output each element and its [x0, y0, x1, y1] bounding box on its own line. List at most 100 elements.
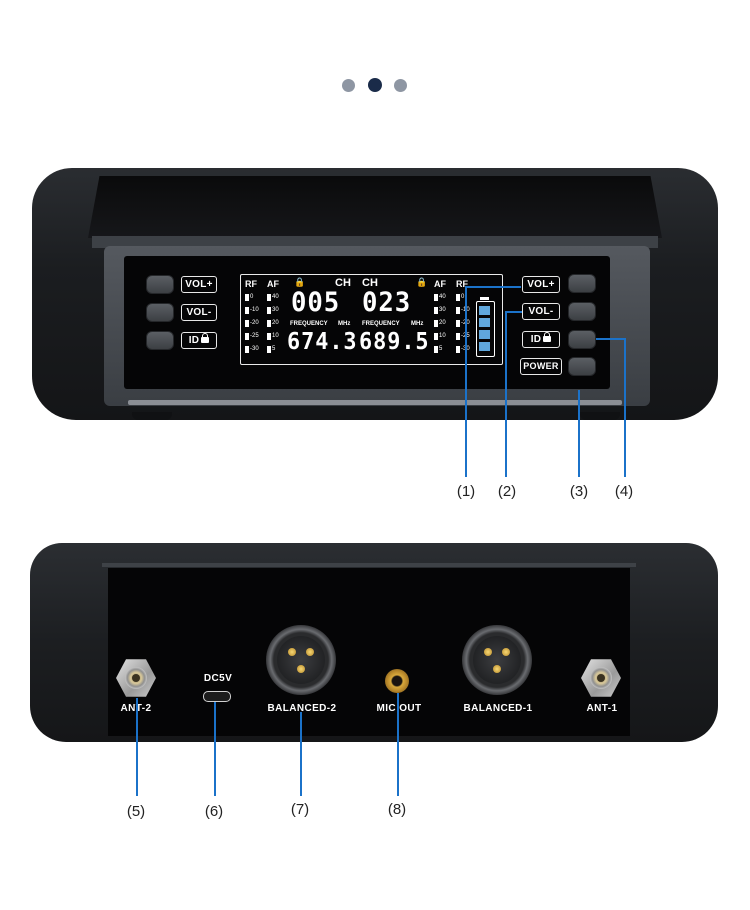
ant1-bnc-connector [581, 658, 621, 698]
foot [132, 412, 172, 420]
af-meter-right-bar [434, 320, 438, 327]
receiver-front-view [32, 168, 718, 420]
af-meter-right-bar [434, 307, 438, 314]
balanced2-label: BALANCED-2 [267, 703, 337, 714]
callout-8: (8) [387, 801, 407, 818]
pagination-dot-3[interactable] [394, 79, 407, 92]
callout-7: (7) [290, 801, 310, 818]
balanced2-xlr-connector [266, 625, 336, 695]
af-meter-left-bar [267, 307, 271, 314]
af-meter-left-bar [267, 294, 271, 301]
lock-icon [543, 332, 552, 342]
mic-out-label: MIC OUT [376, 703, 422, 714]
right-id-lock-label: ID [522, 331, 560, 348]
rf-meter-left-tick: -30 [250, 346, 259, 352]
receiver-rear-view [30, 543, 718, 742]
af-meter-right-bar [434, 294, 438, 301]
lcd-freq-label-left: FREQUENCY [290, 321, 328, 327]
power-label: POWER [520, 358, 562, 375]
pagination-dot-2-active[interactable] [368, 78, 382, 92]
ant1-label: ANT-1 [586, 703, 618, 714]
left-vol-up-label: VOL+ [181, 276, 217, 293]
af-meter-right-tick: 30 [439, 307, 446, 313]
rear-panel [108, 568, 630, 736]
lcd-channel-right: 023 [362, 287, 412, 318]
lcd-ch-label-right: CH [362, 277, 378, 289]
rf-meter-left-tick: 0 [250, 294, 254, 300]
lcd-unit-left: MHz [338, 321, 351, 327]
left-id-button[interactable] [146, 331, 174, 350]
battery-icon [476, 297, 495, 357]
right-id-button[interactable] [568, 330, 596, 349]
dc5v-label: DC5V [203, 673, 233, 684]
callout-1: (1) [456, 483, 476, 500]
callout-3: (3) [569, 483, 589, 500]
callout-4: (4) [614, 483, 634, 500]
rf-meter-right-bar [456, 294, 460, 301]
right-vol-up-label: VOL+ [522, 276, 560, 293]
rear-panel-rim [102, 563, 636, 567]
pagination-dot-1[interactable] [342, 79, 355, 92]
balanced1-label: BALANCED-1 [463, 703, 533, 714]
usb-c-port [203, 691, 231, 702]
af-meter-left-tick: 40 [272, 294, 279, 300]
lcd-unit-right: MHz [411, 321, 424, 327]
af-meter-right-bar [434, 346, 438, 353]
af-meter-right-tick: 5 [439, 346, 443, 352]
ant2-bnc-connector [116, 658, 156, 698]
lock-icon [201, 333, 210, 343]
lcd-channel-left: 005 [291, 287, 341, 318]
lock-icon: 🔒 [294, 277, 306, 287]
right-vol-down-button[interactable] [568, 302, 596, 321]
rf-meter-right-bar [456, 320, 460, 327]
right-vol-up-button[interactable] [568, 274, 596, 293]
foot [580, 412, 620, 420]
receiver-top-edge [92, 236, 658, 248]
lcd-af-label-left: AF [267, 279, 279, 289]
lock-icon: 🔒 [416, 277, 428, 287]
rf-meter-right-bar [456, 333, 460, 340]
af-meter-left-tick: 20 [272, 320, 279, 326]
left-vol-down-button[interactable] [146, 303, 174, 322]
lcd-frequency-right: 689.5 [359, 329, 430, 355]
left-vol-down-label: VOL- [181, 304, 217, 321]
right-vol-down-label: VOL- [522, 303, 560, 320]
lcd-display: RF AF 🔒 CH 005 FREQUENCY MHz 674.3 CH 🔒 … [240, 274, 503, 365]
lcd-rf-label-right: RF [456, 279, 468, 289]
af-meter-left-bar [267, 333, 271, 340]
ant2-label: ANT-2 [110, 703, 162, 714]
af-meter-right-tick: 40 [439, 294, 446, 300]
rf-meter-left-bar [245, 346, 249, 353]
left-vol-up-button[interactable] [146, 275, 174, 294]
front-light-strip [128, 400, 622, 405]
rf-meter-left-bar [245, 333, 249, 340]
callout-2: (2) [497, 483, 517, 500]
rf-meter-right-tick: 0 [461, 294, 465, 300]
rf-meter-left-bar [245, 320, 249, 327]
mic-out-jack [385, 669, 409, 693]
af-meter-right-tick: 10 [439, 333, 446, 339]
lcd-freq-label-right: FREQUENCY [362, 321, 400, 327]
rf-meter-left-tick: -10 [250, 307, 259, 313]
lcd-rf-label-left: RF [245, 279, 257, 289]
receiver-top-glass [88, 176, 662, 238]
af-meter-left-bar [267, 346, 271, 353]
lcd-ch-label-left: CH [335, 277, 351, 289]
balanced1-xlr-connector [462, 625, 532, 695]
af-meter-left-tick: 5 [272, 346, 276, 352]
power-button[interactable] [568, 357, 596, 376]
af-meter-left-tick: 30 [272, 307, 279, 313]
rf-meter-right-bar [456, 346, 460, 353]
af-meter-right-bar [434, 333, 438, 340]
lcd-frequency-left: 674.3 [287, 329, 358, 355]
rf-meter-right-bar [456, 307, 460, 314]
rf-meter-left-tick: -25 [250, 333, 259, 339]
af-meter-left-bar [267, 320, 271, 327]
af-meter-right-tick: 20 [439, 320, 446, 326]
af-meter-left-tick: 10 [272, 333, 279, 339]
callout-6: (6) [204, 803, 224, 820]
callout-5: (5) [126, 803, 146, 820]
rf-meter-left-bar [245, 294, 249, 301]
rf-meter-left-bar [245, 307, 249, 314]
left-id-lock-label: ID [181, 332, 217, 349]
